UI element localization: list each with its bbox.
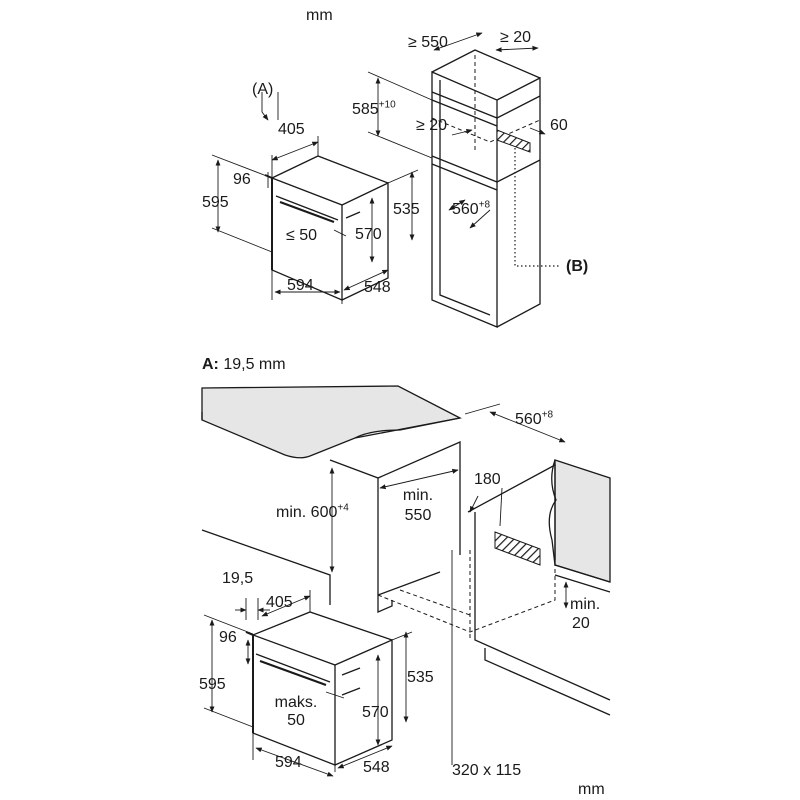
dim-min-600: min. 600+4	[276, 502, 349, 521]
dim-min-20-label: min.	[570, 596, 601, 613]
dim-min-550-value: 550	[404, 507, 432, 524]
bottom-installation	[201, 385, 611, 765]
top-oven	[211, 92, 419, 304]
callout-a: (A)	[252, 81, 274, 98]
dim-min-550-label: min.	[402, 487, 434, 504]
dim-548-bottom: 548	[363, 759, 390, 776]
dim-595: 595	[202, 194, 229, 211]
dim-19-5: 19,5	[222, 570, 254, 587]
dim-594-bottom: 594	[275, 754, 302, 771]
dim-min-20-value: 20	[572, 615, 590, 632]
units-label-top: mm	[306, 7, 333, 24]
dim-96-bottom: 96	[219, 629, 237, 646]
dim-maks-label: maks.	[274, 694, 318, 711]
dim-180: 180	[474, 471, 501, 488]
top-cabinet	[367, 32, 560, 328]
dim-535-bottom: 535	[407, 669, 434, 686]
dim-570: 570	[355, 226, 382, 243]
note-a: A: 19,5 mm	[202, 356, 286, 373]
dim-vent-opening: 320 x 115	[452, 762, 522, 779]
callout-b: (B)	[566, 258, 589, 275]
dim-535: 535	[393, 201, 420, 218]
dim-min-550: ≥ 550	[408, 34, 448, 51]
dim-min-20-top: ≥ 20	[500, 29, 532, 46]
bottom-oven	[203, 590, 413, 777]
dim-570-bottom: 570	[362, 704, 389, 721]
units-label-bottom: mm	[578, 781, 605, 798]
dim-560-bottom: 560+8	[515, 409, 554, 428]
dim-96: 96	[233, 171, 251, 188]
dim-maks-value: 50	[287, 712, 305, 729]
dim-min-20-side: ≥ 20	[416, 117, 448, 134]
dim-595-bottom: 595	[199, 676, 226, 693]
dim-548: 548	[364, 279, 391, 296]
dim-594: 594	[287, 277, 314, 294]
dim-585: 585+10	[352, 99, 396, 118]
dim-560: 560+8	[452, 199, 491, 218]
dim-60: 60	[550, 117, 568, 134]
dim-max-50: ≤ 50	[286, 227, 318, 244]
dim-405: 405	[278, 121, 305, 138]
dim-405-bottom: 405	[266, 594, 293, 611]
